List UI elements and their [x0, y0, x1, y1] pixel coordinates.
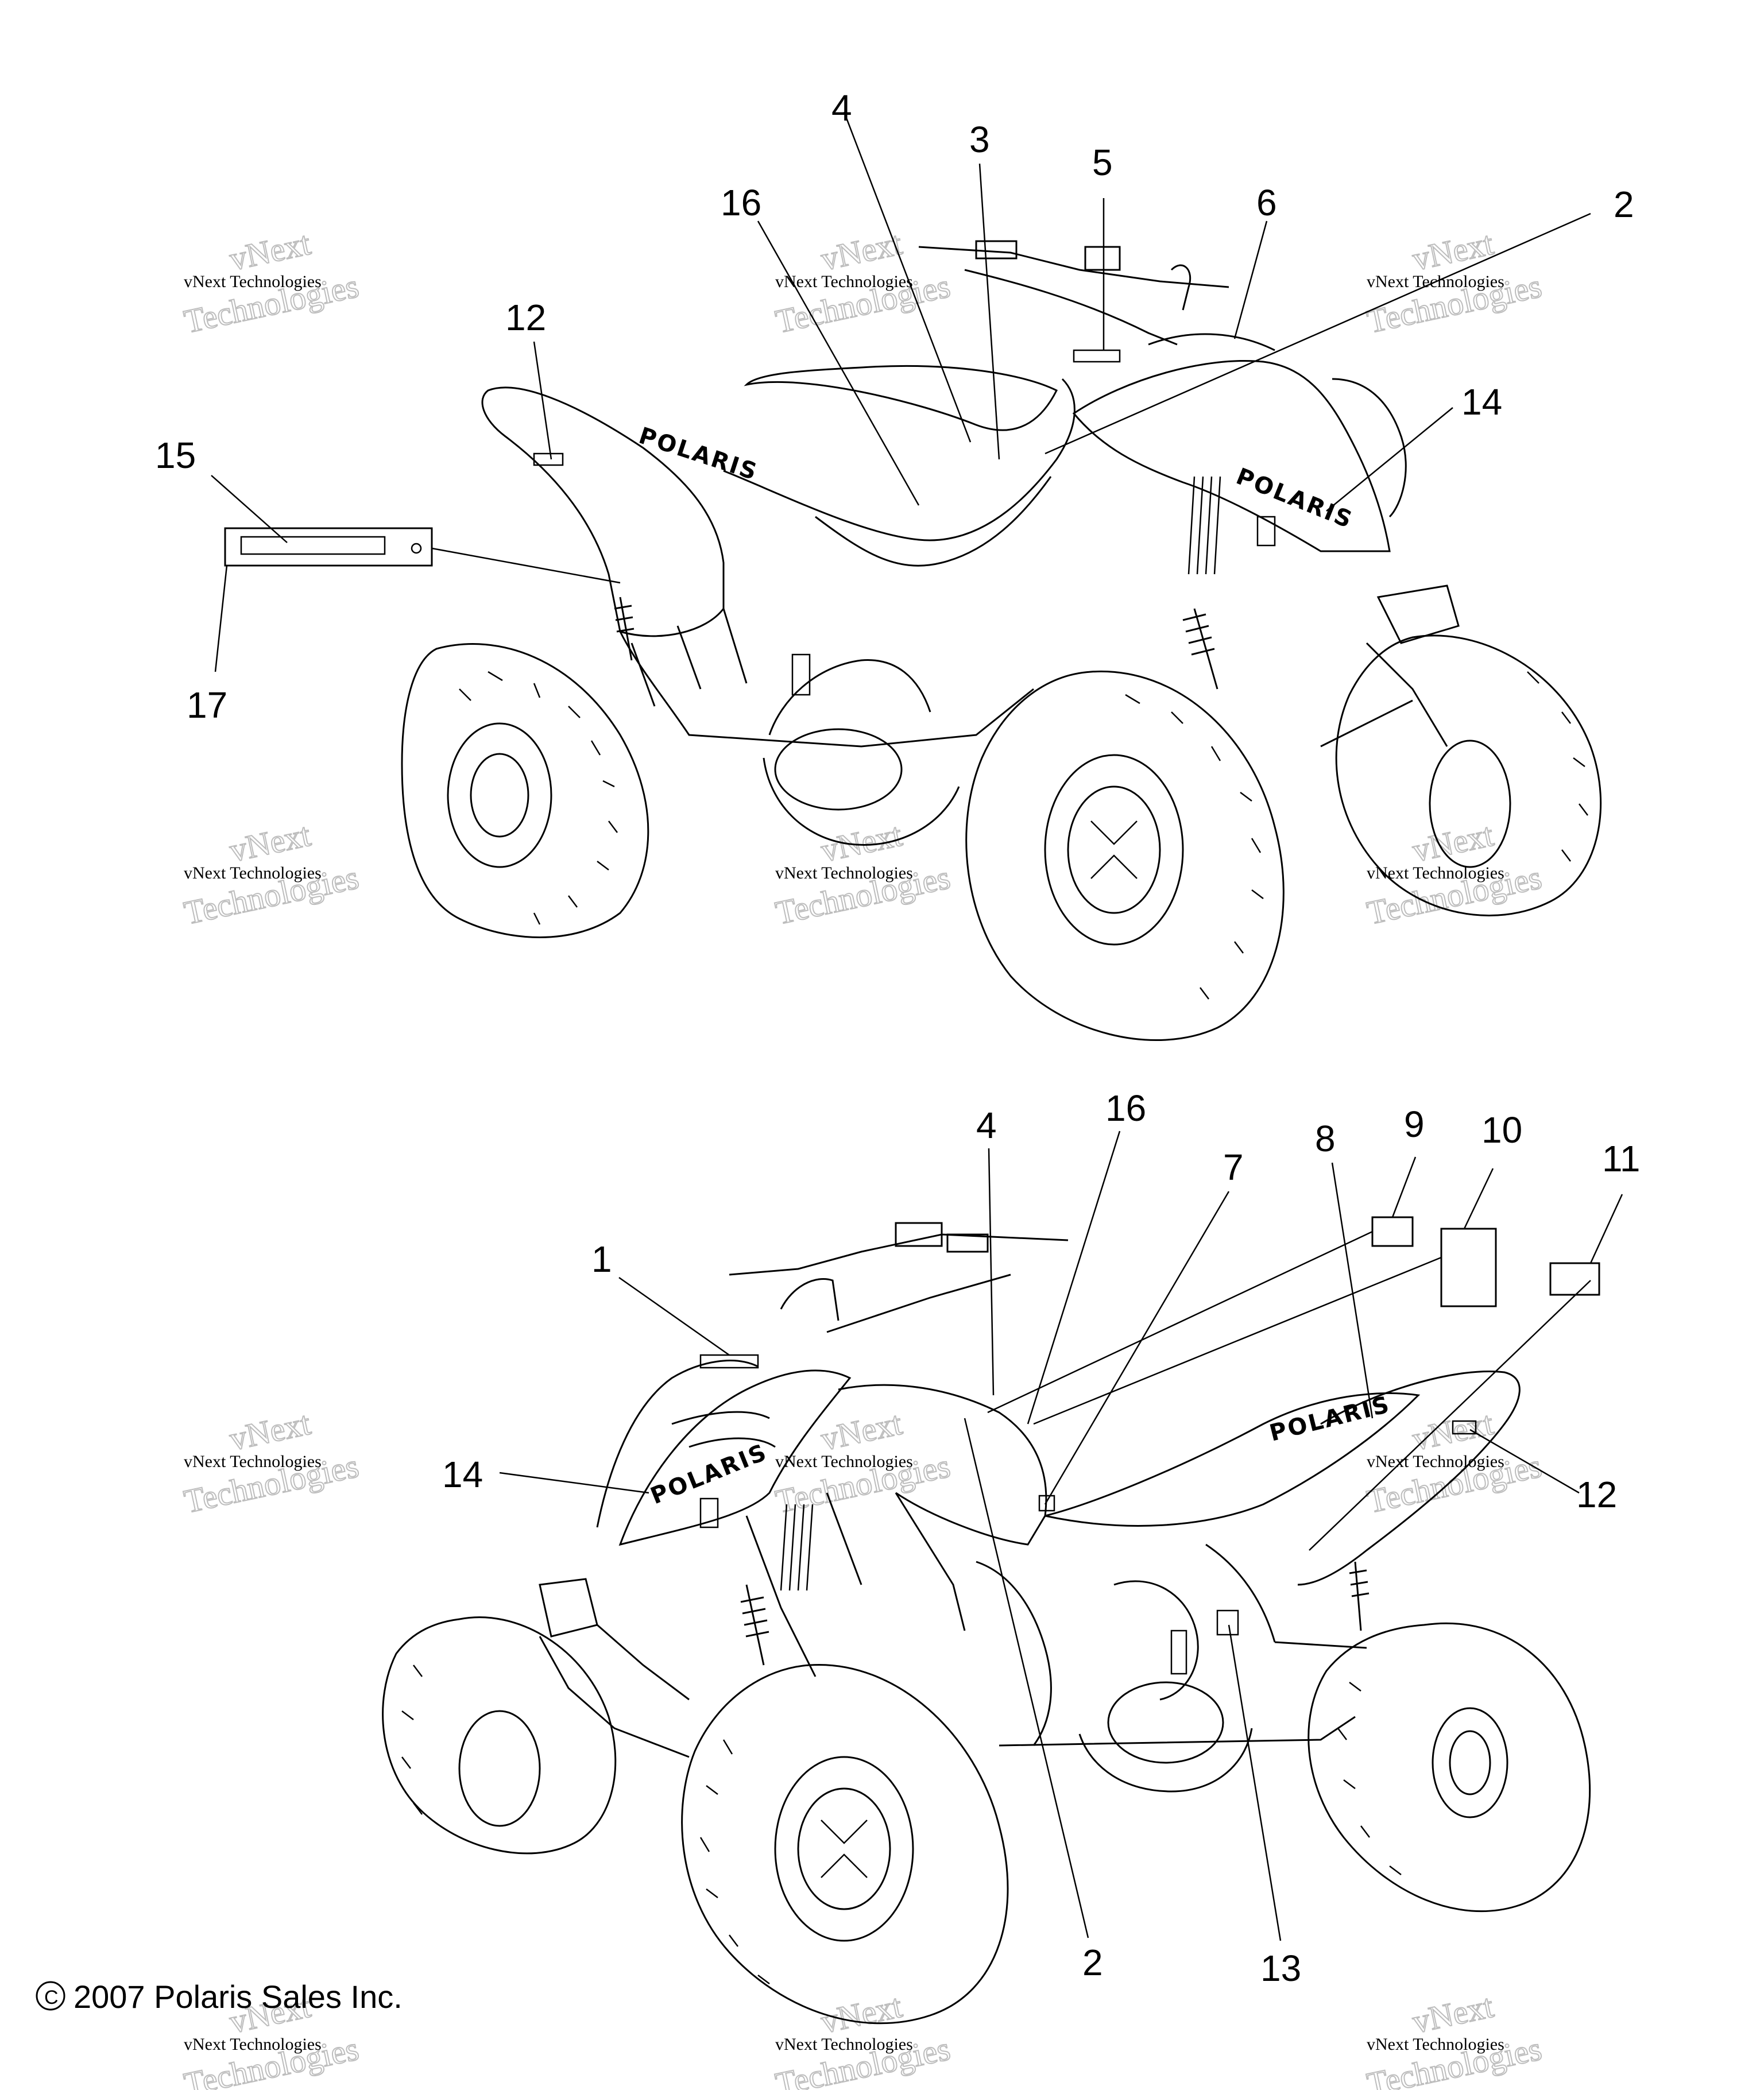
- svg-text:vNext: vNext: [818, 1987, 905, 2041]
- svg-text:vNext Technologies: vNext Technologies: [184, 2035, 322, 2054]
- leader-lines-bottom: [499, 1131, 1623, 1941]
- callout-6: 6: [1256, 182, 1277, 223]
- decal-marker-7: [1038, 1495, 1055, 1512]
- callout-10: 10: [1481, 1109, 1522, 1151]
- callout-5: 5: [1092, 142, 1113, 183]
- atv-top-rear-wheel: [401, 643, 649, 938]
- label-9-shape: [1371, 1216, 1414, 1247]
- callout-11: 11: [1602, 1138, 1640, 1179]
- atv-bottom-view: POLARIS POLARIS: [382, 1216, 1600, 2025]
- polaris-decal: POLARIS: [636, 423, 761, 486]
- decal-marker-12: [1452, 1420, 1477, 1435]
- callout-14: 14: [1461, 381, 1502, 423]
- callout-2: 2: [1614, 184, 1634, 225]
- callout-14: 14: [442, 1454, 483, 1495]
- atv-top-far-rear-wheel: [763, 728, 960, 846]
- callout-1: 1: [591, 1238, 612, 1280]
- svg-text:vNext Technologies: vNext Technologies: [184, 1452, 322, 1471]
- svg-text:vNext Technologies: vNext Technologies: [775, 864, 913, 883]
- label-11-shape: [1549, 1262, 1600, 1296]
- callout-17: 17: [187, 684, 227, 726]
- atv-top-far-front-wheel: [1335, 634, 1602, 916]
- atv-bottom-far-rear-wheel: [1078, 1681, 1253, 1793]
- watermarks: vNext Technologies vNext Technologies vN…: [180, 224, 1545, 2090]
- decal-marker-14-top: [1256, 516, 1276, 547]
- watermark: vNext Technologies vNext Technologies: [1363, 224, 1545, 341]
- callout-4: 4: [831, 87, 852, 129]
- callout-4: 4: [976, 1105, 997, 1146]
- svg-text:vNext Technologies: vNext Technologies: [775, 272, 913, 291]
- svg-text:vNext: vNext: [1409, 225, 1496, 278]
- svg-text:vNext: vNext: [226, 225, 314, 278]
- svg-text:vNext Technologies: vNext Technologies: [1367, 864, 1504, 883]
- callout-13: 13: [1260, 1948, 1301, 1989]
- watermark: vNext Technologies vNext Technologies: [180, 224, 362, 341]
- decal-marker-12-top: [533, 452, 564, 466]
- label-detail-15: [224, 527, 433, 567]
- callouts-top: 15 17 12 16 4 3 5 6 2 14: [155, 87, 1634, 726]
- svg-text:C: C: [44, 1987, 59, 2008]
- watermark: vNext Technologies vNext Technologies: [772, 1987, 954, 2090]
- copyright-text: 2007 Polaris Sales Inc.: [74, 1979, 403, 2015]
- callout-12: 12: [1576, 1474, 1617, 1515]
- atv-bottom-far-front-wheel: [382, 1616, 617, 1855]
- callout-2: 2: [1082, 1942, 1103, 1983]
- svg-text:vNext Technologies: vNext Technologies: [775, 1452, 913, 1471]
- leader-lines-top: [211, 111, 1591, 672]
- polaris-decal: POLARIS: [1232, 463, 1357, 534]
- decal-marker-side-top: [791, 653, 811, 696]
- atv-bottom-front-wheel: [681, 1663, 1009, 2025]
- callout-9: 9: [1404, 1104, 1425, 1145]
- callout-16: 16: [1105, 1087, 1146, 1129]
- svg-text:vNext: vNext: [818, 816, 905, 869]
- atv-bottom-rear-wheel: [1307, 1622, 1591, 1913]
- svg-text:vNext: vNext: [818, 225, 905, 278]
- callout-16: 16: [721, 182, 761, 223]
- decal-marker-13: [1216, 1609, 1239, 1636]
- svg-text:vNext Technologies: vNext Technologies: [1367, 1452, 1504, 1471]
- decal-marker-5-top: [1073, 349, 1121, 363]
- watermark: vNext Technologies vNext Technologies: [180, 815, 362, 932]
- decal-marker-front: [699, 1497, 719, 1528]
- svg-text:vNext Technologies: vNext Technologies: [184, 272, 322, 291]
- callout-3: 3: [969, 119, 990, 160]
- svg-text:vNext: vNext: [226, 816, 314, 869]
- svg-text:vNext Technologies: vNext Technologies: [184, 864, 322, 883]
- copyright: C 2007 Polaris Sales Inc.: [36, 1979, 403, 2015]
- svg-text:vNext: vNext: [818, 1404, 905, 1458]
- svg-text:vNext: vNext: [226, 1404, 314, 1458]
- watermark: vNext Technologies vNext Technologies: [1363, 1987, 1545, 2090]
- svg-text:vNext: vNext: [1409, 1987, 1496, 2041]
- label-10-shape: [1440, 1228, 1497, 1307]
- callout-7: 7: [1223, 1147, 1244, 1188]
- decal-marker-side: [1170, 1630, 1187, 1675]
- svg-text:vNext Technologies: vNext Technologies: [1367, 2035, 1504, 2054]
- callouts-bottom: 1 14 4 16 7 8 9 10 11 12 2 13: [442, 1087, 1640, 1989]
- copyright-symbol: [36, 1981, 65, 2011]
- callout-15: 15: [155, 435, 196, 476]
- watermark: vNext Technologies vNext Technologies: [180, 1404, 362, 1521]
- atv-top-front-wheel: [965, 670, 1285, 1042]
- callout-8: 8: [1315, 1118, 1336, 1159]
- callout-12: 12: [505, 297, 546, 338]
- atv-bottom-body: POLARIS POLARIS: [539, 1222, 1521, 1758]
- svg-text:vNext Technologies: vNext Technologies: [775, 2035, 913, 2054]
- atv-top-body: POLARIS POLARIS: [481, 240, 1460, 748]
